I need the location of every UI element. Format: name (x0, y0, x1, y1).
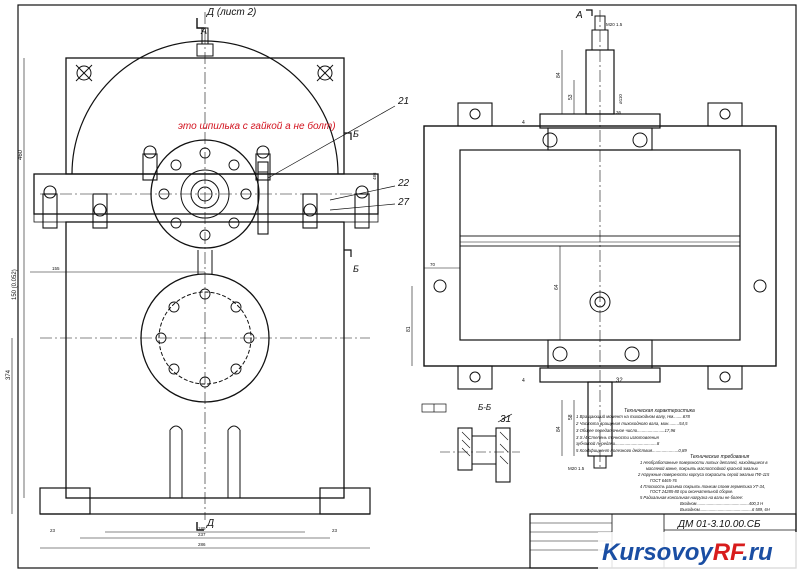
dim-286: 286 (198, 542, 206, 547)
dim-32: 32 (616, 378, 623, 384)
tech-char-line: 1 Вращающий момент на тихоходном валу, Н… (576, 414, 691, 419)
tech-req-line: 1 Необработанные поверхности литых детал… (640, 460, 768, 465)
drawing-designation: ДМ 01-3.10.00.СБ (677, 519, 761, 530)
tech-char-line: 3 S /4 Степень точности изготовления (576, 435, 660, 440)
front-view (11, 12, 396, 549)
view-label-a-right: А (575, 10, 583, 21)
section-mark-b-bottom: Б (353, 264, 359, 274)
dim-4-bottom: 4 (522, 378, 525, 384)
dim-70: 70 (430, 262, 436, 267)
section-bb-label: Б-Б (478, 403, 491, 412)
tech-char-title: Техническая характеристика (624, 408, 695, 414)
dim-486: 486 (372, 172, 377, 180)
dim-58: 58 (568, 414, 574, 420)
kursovoyrf-watermark-logo: KursovoyRF.ru (598, 532, 798, 570)
tech-char-line: 2 Частота вращения тихоходного вала, мин… (575, 421, 688, 426)
tech-req-line: 4 Плоскость разъема покрыть тонким слоем… (640, 484, 765, 489)
dim-53: 53 (568, 94, 574, 100)
tech-req-line: 2 Наружные поверхности корпуса покрасить… (637, 472, 770, 477)
dim-374: 374 (6, 369, 12, 380)
tech-req-title: Технические требования (690, 454, 750, 460)
dim-460: 460 (18, 149, 24, 160)
section-bb-detail (440, 413, 520, 483)
tech-char-line: зубчатой передачи.......................… (575, 441, 660, 446)
dim-84-top: 84 (556, 72, 562, 78)
tech-req-line: ГОСТ 6465-76 (650, 478, 677, 483)
dim-110: ø110 (618, 94, 623, 104)
tech-req-line: масляной ванне, покрыть маслостойкой кра… (646, 466, 758, 471)
dim-84-bottom: 84 (556, 426, 562, 432)
annotation-note: это шпилька с гайкой а не болт) (178, 120, 336, 132)
watermark-text: KursovoyRF.ru (602, 539, 773, 566)
tech-req-line: Входном.................................… (680, 501, 763, 506)
callout-31: 31 (500, 414, 511, 425)
dim-81: 81 (406, 326, 412, 332)
dim-237: 237 (198, 532, 206, 537)
section-mark-bottom: Д (206, 518, 214, 529)
dim-m20-bottom: M20 1.5 (568, 466, 585, 471)
dim-4-top: 4 (522, 120, 525, 126)
top-view (411, 9, 777, 470)
callout-27: 27 (397, 197, 410, 208)
tech-char-line: 5 Коэффициент полезного действия........… (576, 448, 687, 453)
tech-characteristics: Техническая характеристика 1 Вращающий м… (575, 408, 695, 453)
dim-23-left: 23 (50, 528, 56, 533)
dim-189: 189 (198, 526, 206, 531)
section-mark-top: Д (лист 2) (206, 7, 256, 18)
tech-req-line: ГОСТ 24285-80 при окончательной сборке. (650, 489, 733, 494)
tech-req-line: 5 Радиальная консольная нагрузка на валы… (640, 495, 743, 500)
callout-21: 21 (397, 96, 409, 107)
section-mark-b-top: Б (353, 129, 359, 139)
callout-22: 22 (397, 178, 410, 189)
view-label-a-left: А (200, 26, 207, 36)
dim-155: 155 (52, 266, 60, 271)
dim-23-right: 23 (332, 528, 338, 533)
tech-req-line: Выходном................................… (680, 507, 770, 512)
dim-64: 64 (554, 284, 560, 290)
dim-36: 36 (616, 110, 622, 115)
tech-requirements: Технические требования 1 Необработанные … (637, 454, 770, 512)
dim-m20-top: M20 1.5 (606, 22, 623, 27)
tech-char-line: 3 Общее передаточное число..............… (576, 428, 676, 433)
dim-150: 150 (0.052) (12, 269, 18, 300)
